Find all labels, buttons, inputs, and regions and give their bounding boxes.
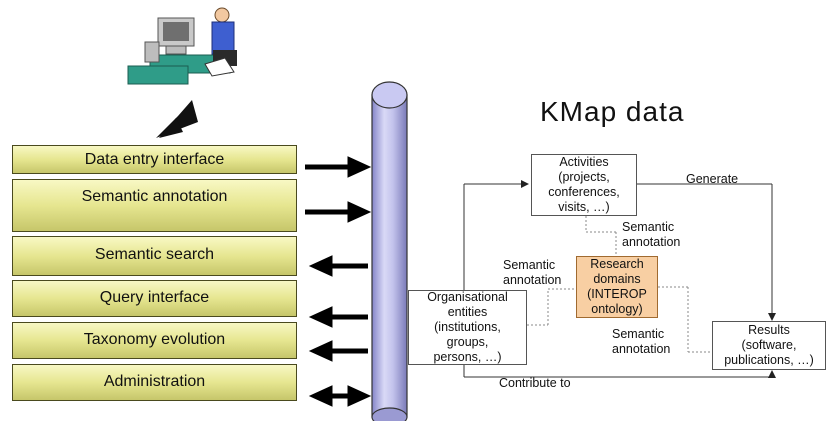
pipeline-cylinder [371,81,408,421]
edge-label-semantic-annotation-left: Semantic annotation [503,258,562,287]
up-arrow-to-user [156,100,198,138]
kmap-dotted-links [527,216,712,353]
layer-semantic-annotation[interactable]: Semantic annotation [12,179,297,232]
edge-label-semantic-annotation-right: Semantic annotation [612,327,671,356]
node-activities: Activities (projects, conferences, visit… [531,154,637,216]
edge-label-generate: Generate [686,172,739,186]
person-at-computer-icon [127,7,237,85]
node-research-domains: Research domains (INTEROP ontology) [576,256,658,318]
kmap-title: KMap data [540,96,685,127]
layer-query-interface[interactable]: Query interface [12,280,297,317]
layer-label: Semantic annotation [81,188,228,205]
layer-label: Query interface [99,289,210,306]
layer-label: Administration [103,373,206,390]
layer-label: Taxonomy evolution [83,331,226,348]
layer-arrows [305,156,372,407]
node-organisational-entities: Organisational entities (institutions, g… [408,290,527,365]
layer-taxonomy-evolution[interactable]: Taxonomy evolution [12,322,297,359]
layer-label: Data entry interface [84,151,225,168]
layer-data-entry-interface[interactable]: Data entry interface [12,145,297,174]
layer-label: Semantic search [94,246,215,263]
node-results: Results (software, publications, …) [712,321,826,370]
edge-label-contribute-to: Contribute to [499,376,571,390]
kmap-connectors [463,180,776,378]
edge-label-semantic-annotation-top: Semantic annotation [622,220,681,249]
layer-semantic-search[interactable]: Semantic search [12,236,297,276]
layer-administration[interactable]: Administration [12,364,297,401]
